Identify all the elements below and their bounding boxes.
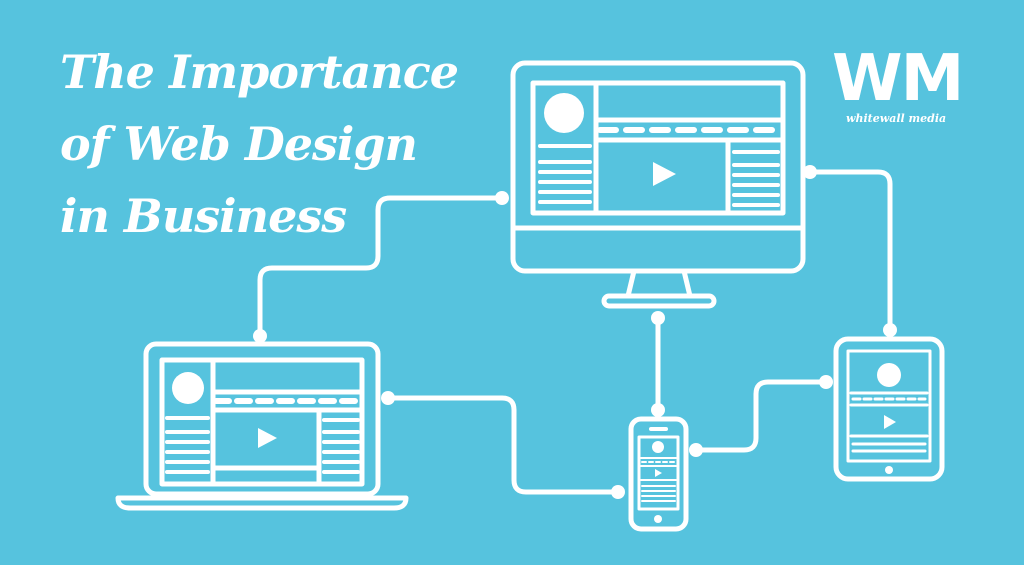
connector-nodes [253,165,897,499]
connector-laptop-phone [385,395,621,495]
connector-laptop-desktop [257,195,505,339]
title-line-2: of Web Design [60,117,418,171]
connector-desktop-tablet [807,169,893,333]
logo-subtitle: whitewall media [846,112,947,125]
tablet-icon [833,336,945,482]
title-line-1: The Importance [60,45,459,99]
title-line-3: in Business [60,189,347,243]
connector-phone-tablet [693,379,829,453]
desktop-monitor-icon [510,60,806,309]
connector-lines [257,169,893,495]
brand-logo: WM whitewall media [832,46,992,136]
page-title: The Importance of Web Design in Business [60,36,459,252]
laptop-icon [115,341,409,511]
smartphone-icon [628,416,689,532]
logo-mark: WM [832,42,964,116]
